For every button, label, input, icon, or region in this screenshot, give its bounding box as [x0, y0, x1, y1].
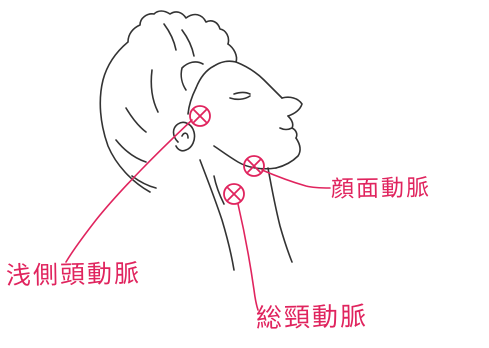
carotid-artery-marker — [223, 183, 245, 205]
common-carotid-artery-label: 総頸動脈 — [255, 302, 369, 334]
temporal-leader-line — [65, 119, 193, 263]
superficial-temporal-artery-label: 浅側頭動脈 — [5, 258, 142, 291]
carotid-leader-line — [237, 203, 259, 311]
leader-lines — [65, 119, 331, 311]
head-outline — [99, 10, 303, 271]
temporal-artery-marker — [189, 105, 211, 127]
facial-artery-label: 顔面動脈 — [330, 175, 432, 203]
facial-artery-marker — [243, 155, 265, 177]
facial-leader-line — [261, 169, 331, 189]
